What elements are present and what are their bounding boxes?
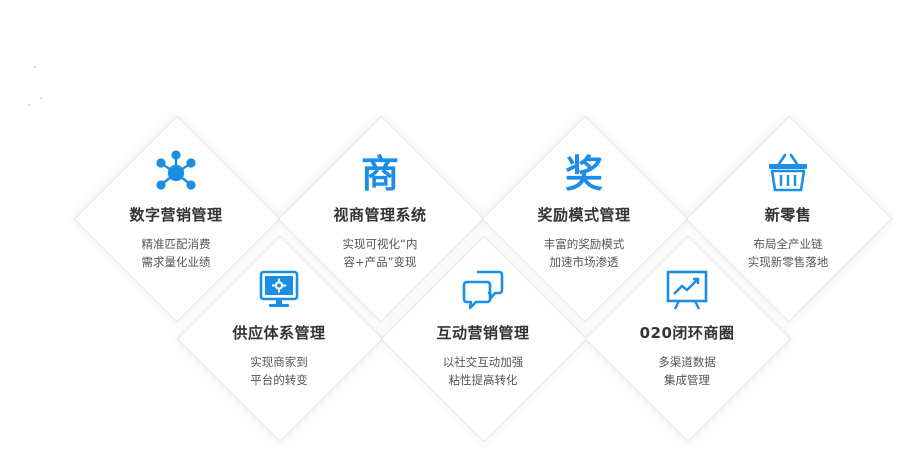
card-description: 实现商家到 平台的转变 [189, 353, 369, 389]
card-supply-system[interactable]: 供应体系管理 实现商家到 平台的转变 [189, 268, 369, 389]
desc-line-2: 平台的转变 [250, 373, 308, 387]
decor-dot [28, 104, 30, 106]
desc-line-1: 实现可视化“内 [342, 237, 418, 251]
decor-dot [40, 97, 42, 99]
icon-glyph: 商 [361, 152, 399, 194]
chat-bubbles-icon [462, 270, 504, 310]
card-interactive-marketing[interactable]: 互动营销管理 以社交互动加强 粘性提高转化 [393, 268, 573, 389]
basket-icon [769, 153, 807, 192]
desc-line-2: 容+产品”变现 [343, 255, 417, 269]
card-description: 丰富的奖励模式 加速市场渗透 [494, 235, 674, 271]
shang-char-icon: 商 [361, 152, 399, 194]
card-title: 新零售 [764, 206, 812, 224]
card-description: 实现可视化“内 容+产品”变现 [290, 235, 470, 271]
card-video-commerce[interactable]: 商 视商管理系统 实现可视化“内 容+产品”变现 [290, 150, 470, 271]
decor-dot [34, 66, 36, 68]
monitor-icon [259, 270, 299, 307]
network-icon [156, 150, 196, 190]
jiang-char-icon: 奖 [565, 152, 603, 194]
card-digital-marketing[interactable]: 数字营销管理 精准匹配消费 需求量化业绩 [86, 150, 266, 271]
desc-line-2: 集成管理 [664, 373, 710, 387]
card-title: 020闭环商圈 [639, 324, 735, 342]
desc-line-1: 精准匹配消费 [141, 237, 211, 251]
card-description: 布局全产业链 实现新零售落地 [698, 235, 878, 271]
line-chart-board-icon [666, 270, 708, 310]
desc-line-1: 丰富的奖励模式 [543, 237, 625, 251]
card-title: 奖励模式管理 [537, 206, 631, 224]
icon-glyph: 奖 [565, 152, 603, 194]
card-description: 以社交互动加强 粘性提高转化 [393, 353, 573, 389]
card-description: 多渠道数据 集成管理 [597, 353, 777, 389]
card-o2o-closed-loop[interactable]: 020闭环商圈 多渠道数据 集成管理 [597, 268, 777, 389]
desc-line-2: 需求量化业绩 [141, 255, 211, 269]
card-title: 互动营销管理 [436, 324, 530, 342]
desc-line-1: 多渠道数据 [658, 355, 716, 369]
desc-line-2: 粘性提高转化 [448, 373, 518, 387]
desc-line-1: 实现商家到 [250, 355, 308, 369]
card-new-retail[interactable]: 新零售 布局全产业链 实现新零售落地 [698, 150, 878, 271]
desc-line-2: 加速市场渗透 [549, 255, 619, 269]
desc-line-1: 以社交互动加强 [442, 355, 524, 369]
card-title: 供应体系管理 [232, 324, 326, 342]
desc-line-1: 布局全产业链 [753, 237, 823, 251]
card-title: 数字营销管理 [129, 206, 223, 224]
card-title: 视商管理系统 [333, 206, 427, 224]
card-description: 精准匹配消费 需求量化业绩 [86, 235, 266, 271]
card-reward-mode[interactable]: 奖 奖励模式管理 丰富的奖励模式 加速市场渗透 [494, 150, 674, 271]
desc-line-2: 实现新零售落地 [747, 255, 829, 269]
